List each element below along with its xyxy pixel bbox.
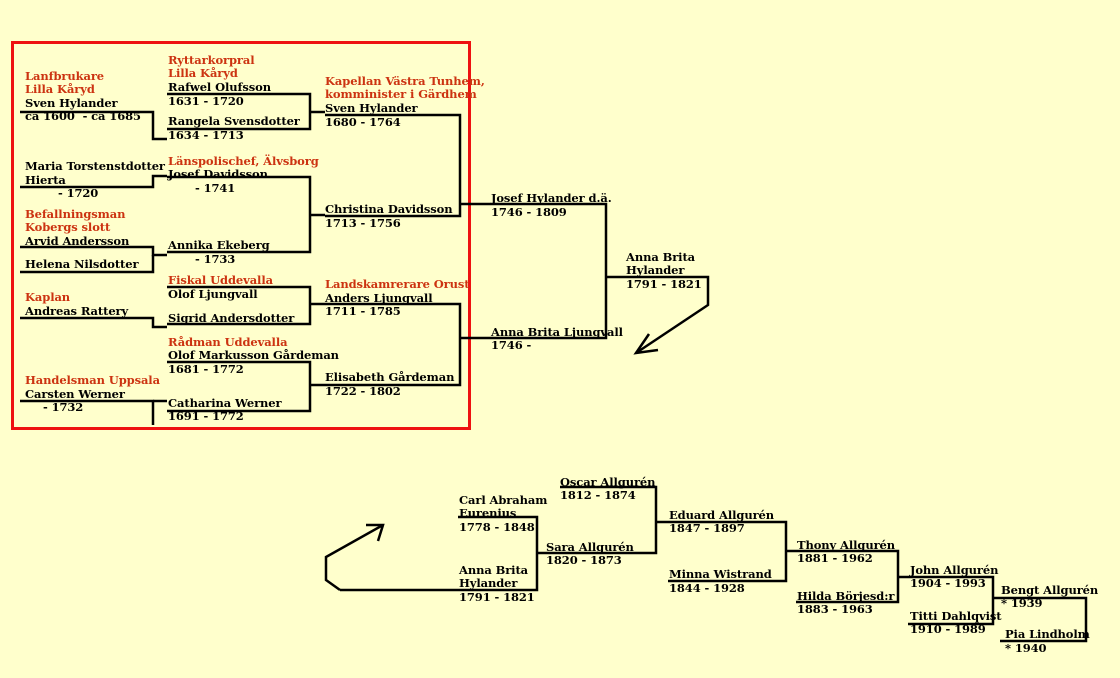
person-title: Fiskal Uddevalla <box>168 273 273 287</box>
connector-line <box>366 523 385 542</box>
connector-line <box>20 399 155 425</box>
person-dates: - 1732 <box>43 400 84 414</box>
connector-line <box>325 302 462 387</box>
person-name: Carl Abraham <box>459 493 548 507</box>
person-name: Rangela Svensdotter <box>168 114 300 128</box>
connector-line <box>633 333 659 355</box>
connector-line <box>908 575 995 626</box>
person-name: Anna Brita Ljungvall <box>491 325 623 339</box>
person-title: Kapellan Västra Tunhem, <box>325 74 485 88</box>
person-name: Christina Davidsson <box>325 202 453 216</box>
person-dates: 1713 - 1756 <box>325 216 401 230</box>
person-dates: 1910 - 1989 <box>910 622 986 636</box>
person-name: Sven Hylander <box>25 96 118 110</box>
person-name: Thony Allgurén <box>797 538 896 552</box>
connector-line <box>20 316 167 329</box>
person-title: Lilla Kåryd <box>168 66 238 80</box>
person-title: Länspolischef, Älvsborg <box>168 154 319 168</box>
person-dates: 1746 - 1809 <box>491 205 567 219</box>
connector-line <box>167 360 312 413</box>
person-name: Carsten Werner <box>25 387 125 401</box>
person-title: Handelsman Uppsala <box>25 373 160 387</box>
person-name: Josef Davidsson <box>168 167 268 181</box>
person-dates: 1778 - 1848 <box>459 520 535 534</box>
connector-line <box>625 275 710 355</box>
person-dates: 1746 - <box>491 338 532 352</box>
connector-line <box>490 202 608 340</box>
person-name: Titti Dahlqvist <box>910 609 1002 623</box>
person-dates: 1820 - 1873 <box>546 553 622 567</box>
person-dates: 1722 - 1802 <box>325 384 401 398</box>
person-name: Andreas Rattery <box>25 304 129 318</box>
person-name: Eurenius <box>459 506 517 520</box>
person-dates: - 1720 <box>58 186 99 200</box>
connector-line <box>167 285 312 326</box>
person-dates: 1844 - 1928 <box>669 581 745 595</box>
person-dates: 1791 - 1821 <box>459 590 535 604</box>
person-dates: 1711 - 1785 <box>325 304 401 318</box>
connector-line <box>545 485 658 555</box>
person-title: komminister i Gärdhem <box>325 87 477 101</box>
person-title: Landskamrerare Orust <box>325 277 470 291</box>
person-name: Hylander <box>459 576 518 590</box>
person-dates: 1791 - 1821 <box>626 277 702 291</box>
person-title: Ryttarkorpral <box>168 53 255 67</box>
person-name: Olof Ljungvall <box>168 287 258 301</box>
person-name: Eduard Allgurén <box>669 508 775 522</box>
person-name: Hilda Börjesd:r <box>797 589 895 603</box>
connector-line <box>325 113 462 218</box>
connector-line <box>20 255 155 274</box>
person-dates: - 1733 <box>195 252 236 266</box>
person-dates: 1680 - 1764 <box>325 115 401 129</box>
person-dates: ca 1600 - ca 1685 <box>25 109 141 123</box>
person-name: Josef Hylander d.ä. <box>491 191 612 205</box>
person-dates: 1691 - 1772 <box>168 409 244 423</box>
person-title: Lilla Kåryd <box>25 82 95 96</box>
person-dates: 1904 - 1993 <box>910 576 986 590</box>
upper-tree-frame <box>11 41 471 430</box>
person-name: John Allgurén <box>910 563 999 577</box>
person-name: Anna Brita <box>626 250 696 264</box>
connector-line <box>20 110 167 141</box>
person-name: Hierta <box>25 173 66 187</box>
person-title: Befallningsman <box>25 207 126 221</box>
person-name: Sven Hylander <box>325 101 418 115</box>
person-dates: 1634 - 1713 <box>168 128 244 142</box>
person-name: Annika Ekeberg <box>168 238 270 252</box>
person-dates: * 1940 <box>1005 641 1047 655</box>
person-name: Olof Markusson Gårdeman <box>168 348 339 362</box>
person-title: Kobergs slott <box>25 220 111 234</box>
person-name: Elisabeth Gårdeman <box>325 370 455 384</box>
person-name: Anders Ljungvall <box>325 291 433 305</box>
person-dates: 1681 - 1772 <box>168 362 244 376</box>
connector-line <box>324 523 384 592</box>
connector-line <box>20 174 167 189</box>
person-title: Rådman Uddevalla <box>168 335 288 349</box>
person-name: Arvid Andersson <box>25 234 130 248</box>
person-name: Catharina Werner <box>168 396 282 410</box>
person-dates: 1812 - 1874 <box>560 488 636 502</box>
person-dates: * 1939 <box>1001 596 1043 610</box>
person-name: Pia Lindholm <box>1005 627 1090 641</box>
connector-line <box>20 245 167 257</box>
person-dates: 1883 - 1963 <box>797 602 873 616</box>
person-dates: 1631 - 1720 <box>168 94 244 108</box>
person-title: Kaplan <box>25 290 71 304</box>
person-dates: 1847 - 1897 <box>669 521 745 535</box>
person-dates: 1881 - 1962 <box>797 551 873 565</box>
person-name: Hylander <box>626 263 685 277</box>
person-name: Sigrid Andersdotter <box>168 311 295 325</box>
person-name: Oscar Allgurén <box>560 475 656 489</box>
person-name: Rafwel Olufsson <box>168 80 271 94</box>
person-name: Sara Allgurén <box>546 540 634 554</box>
person-name: Minna Wistrand <box>669 567 772 581</box>
person-title: Lanfbrukare <box>25 69 105 83</box>
connector-line <box>1000 596 1088 643</box>
person-name: Anna Brita <box>459 563 529 577</box>
person-name: Bengt Allgurén <box>1001 583 1099 597</box>
person-dates: - 1741 <box>195 181 236 195</box>
person-name: Maria Torstenstdotter <box>25 159 165 173</box>
person-name: Helena Nilsdotter <box>25 257 139 271</box>
